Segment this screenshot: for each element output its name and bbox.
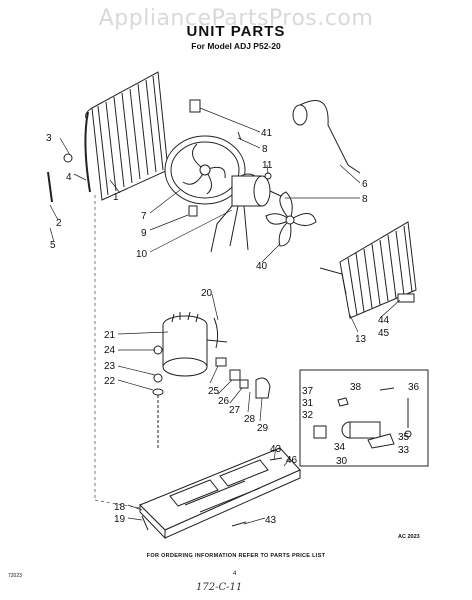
callout-44: 44 bbox=[378, 315, 390, 326]
terminal-parts bbox=[215, 357, 271, 399]
callout-32: 32 bbox=[302, 410, 314, 421]
callout-1: 1 bbox=[113, 192, 119, 203]
leader-lines bbox=[49, 107, 401, 525]
callout-29: 29 bbox=[257, 423, 269, 434]
callout-41: 41 bbox=[261, 128, 273, 139]
callout-22: 22 bbox=[104, 376, 116, 387]
capillary-tube bbox=[292, 100, 361, 174]
handwritten-note: 172-C-11 bbox=[196, 582, 243, 593]
callout-8-right: 8 bbox=[362, 194, 368, 205]
callout-10: 10 bbox=[136, 249, 148, 260]
callout-43-top: 43 bbox=[270, 444, 282, 455]
callout-33: 33 bbox=[398, 445, 410, 456]
drawing-code: AC 2023 bbox=[398, 534, 420, 540]
page-title: UNIT PARTS bbox=[186, 23, 286, 40]
ordering-note: FOR ORDERING INFORMATION REFER TO PARTS … bbox=[146, 553, 326, 559]
callout-28: 28 bbox=[244, 414, 256, 425]
blower-assembly bbox=[164, 99, 246, 217]
callout-3: 3 bbox=[46, 133, 52, 144]
controls-inset bbox=[299, 369, 429, 467]
callout-27: 27 bbox=[229, 405, 241, 416]
callout-11: 11 bbox=[262, 160, 273, 171]
callout-9: 9 bbox=[141, 228, 147, 239]
callout-21: 21 bbox=[104, 330, 116, 341]
compressor bbox=[152, 311, 228, 450]
watermark: AppliancePartsPros.com bbox=[98, 6, 374, 31]
condenser-coil bbox=[319, 221, 417, 319]
callout-23: 23 bbox=[104, 361, 116, 372]
callout-38: 38 bbox=[350, 382, 362, 393]
callout-40: 40 bbox=[256, 261, 268, 272]
callout-30: 30 bbox=[336, 456, 348, 467]
callout-36: 36 bbox=[408, 382, 420, 393]
callout-31: 31 bbox=[302, 398, 314, 409]
callout-35: 35 bbox=[398, 432, 410, 443]
callout-19: 19 bbox=[114, 514, 126, 525]
fan-motor bbox=[210, 172, 286, 253]
callout-13: 13 bbox=[355, 334, 367, 345]
callout-6: 6 bbox=[362, 179, 368, 190]
callout-18: 18 bbox=[114, 502, 126, 513]
page-code: 72023 bbox=[8, 573, 22, 579]
callout-46: 46 bbox=[286, 455, 298, 466]
condenser-fan-blade bbox=[265, 191, 317, 247]
callout-numbers: 3 4 2 5 1 7 9 10 41 8 11 6 8 40 13 44 45… bbox=[46, 128, 420, 526]
callout-45: 45 bbox=[378, 328, 390, 339]
callout-25: 25 bbox=[208, 386, 220, 397]
callout-7: 7 bbox=[141, 211, 147, 222]
callout-24: 24 bbox=[104, 345, 116, 356]
callout-4: 4 bbox=[66, 172, 72, 183]
model-subtitle: For Model ADJ P52-20 bbox=[191, 41, 281, 51]
callout-5: 5 bbox=[50, 240, 56, 251]
callout-26: 26 bbox=[218, 396, 230, 407]
callout-34: 34 bbox=[334, 442, 346, 453]
callout-8-top: 8 bbox=[262, 144, 268, 155]
callout-2: 2 bbox=[56, 218, 62, 229]
evaporator-coil bbox=[47, 71, 169, 203]
dashed-guides bbox=[94, 195, 141, 509]
callout-43-bottom: 43 bbox=[265, 515, 277, 526]
callout-37: 37 bbox=[302, 386, 314, 397]
callout-20: 20 bbox=[201, 288, 213, 299]
page-number: 4 bbox=[233, 571, 237, 577]
base-pan bbox=[139, 447, 301, 540]
